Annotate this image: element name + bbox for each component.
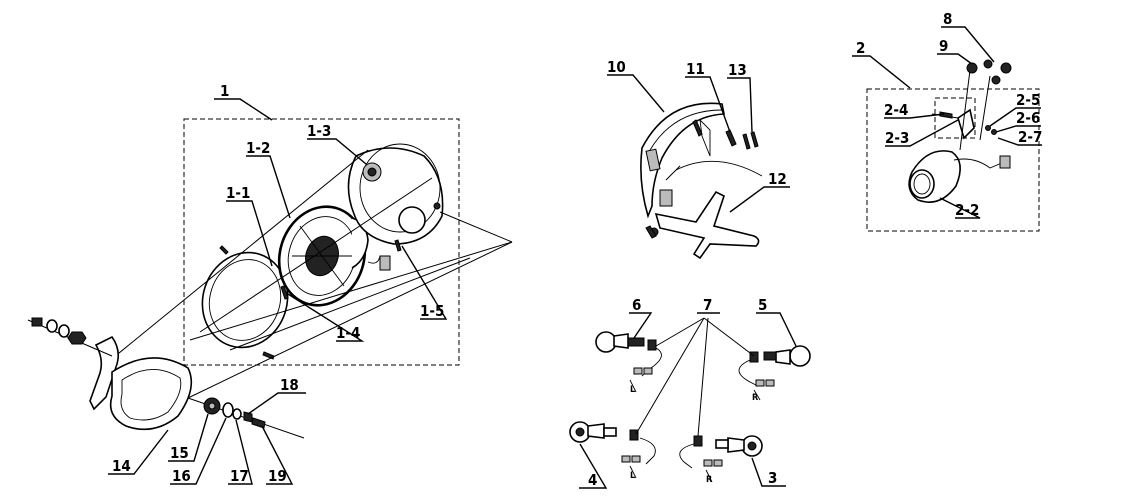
washer bbox=[232, 408, 242, 420]
connector-plug bbox=[379, 255, 391, 271]
side-mark-left: L bbox=[630, 385, 635, 395]
label-1: 1 bbox=[220, 82, 229, 100]
label-1-1: 1-1 bbox=[226, 184, 250, 202]
turn-signal-rear-right bbox=[679, 435, 763, 483]
part-labels: 1 1-2 1-1 1-3 1-4 1-5 2 2-4 2-3 2-5 2-6 … bbox=[112, 10, 1042, 489]
label-2-6: 2-6 bbox=[1016, 109, 1040, 127]
side-mark-right-rear: R bbox=[706, 475, 713, 485]
rubber-11 bbox=[725, 129, 737, 147]
label-10: 10 bbox=[607, 58, 626, 76]
leader-lines bbox=[108, 26, 1042, 489]
label-1-5: 1-5 bbox=[420, 302, 444, 320]
label-19: 19 bbox=[268, 467, 287, 485]
label-1-4: 1-4 bbox=[336, 324, 360, 342]
group-1-box bbox=[183, 118, 460, 366]
label-2-7: 2-7 bbox=[1018, 128, 1042, 146]
label-15: 15 bbox=[170, 444, 189, 462]
label-1-2: 1-2 bbox=[246, 139, 270, 157]
label-9: 9 bbox=[939, 37, 948, 55]
label-18: 18 bbox=[280, 376, 299, 394]
label-7: 7 bbox=[703, 296, 712, 314]
turn-signal-front-left bbox=[595, 331, 662, 393]
label-2: 2 bbox=[856, 39, 865, 57]
headlight-rim bbox=[201, 251, 289, 349]
label-4: 4 bbox=[588, 471, 597, 489]
collar bbox=[222, 402, 234, 418]
lamp-bracket bbox=[957, 108, 975, 140]
group-2-subbox bbox=[934, 97, 976, 139]
label-1-3: 1-3 bbox=[307, 122, 331, 140]
screw-13 bbox=[742, 133, 751, 150]
headlight-lens-unit bbox=[277, 205, 391, 307]
bolt bbox=[31, 317, 43, 327]
label-14: 14 bbox=[112, 457, 131, 475]
label-2-5: 2-5 bbox=[1016, 91, 1040, 109]
label-8: 8 bbox=[943, 10, 952, 28]
screw bbox=[262, 351, 275, 360]
screw bbox=[219, 245, 229, 255]
headlight-housing bbox=[347, 143, 444, 245]
label-2-2: 2-2 bbox=[955, 201, 979, 219]
label-12: 12 bbox=[768, 170, 787, 188]
label-3: 3 bbox=[768, 469, 777, 487]
headlight-bracket bbox=[27, 317, 193, 431]
label-13: 13 bbox=[728, 61, 747, 79]
screw-1-5 bbox=[394, 239, 402, 252]
label-17: 17 bbox=[230, 467, 249, 485]
turn-signal-rear-left bbox=[569, 421, 656, 479]
auxiliary-lamp-assembly bbox=[866, 59, 1040, 232]
screw-1-4 bbox=[280, 285, 289, 300]
label-2-3: 2-3 bbox=[885, 129, 909, 147]
headlight-assembly bbox=[107, 118, 513, 399]
group-2-box bbox=[866, 88, 1040, 232]
nut bbox=[67, 331, 87, 345]
label-16: 16 bbox=[172, 467, 191, 485]
side-mark-right: R bbox=[752, 393, 759, 403]
side-mark-left-rear: L bbox=[630, 471, 635, 481]
nut-9 bbox=[966, 62, 978, 74]
bolt-19 bbox=[251, 417, 266, 429]
screw-13 bbox=[750, 131, 759, 148]
label-2-4: 2-4 bbox=[884, 101, 908, 119]
visor-assembly bbox=[640, 102, 763, 260]
label-11: 11 bbox=[686, 60, 705, 78]
label-5: 5 bbox=[758, 296, 767, 314]
label-6: 6 bbox=[632, 296, 641, 314]
nut-8 bbox=[983, 59, 993, 69]
turn-signal-front-right bbox=[738, 345, 811, 401]
mounting-hardware bbox=[187, 397, 305, 439]
